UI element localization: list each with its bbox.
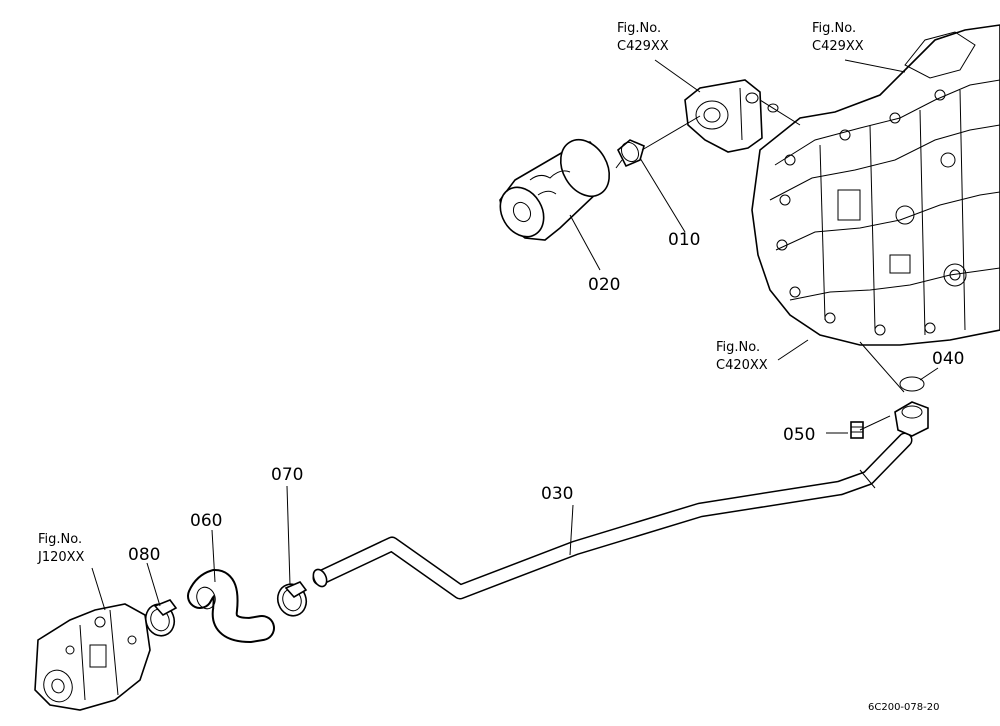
plug-bolt — [850, 421, 864, 439]
part-label-040: 040 — [932, 349, 964, 369]
hose-clamp-070 — [276, 581, 308, 617]
fig-ref-prefix: Fig.No. — [617, 21, 661, 36]
fig-ref-prefix: Fig.No. — [38, 532, 82, 547]
fig-ref-housing: Fig.No. C420XX — [716, 340, 768, 373]
fig-ref-code: C429XX — [812, 39, 864, 54]
hose-clamp-080 — [144, 599, 178, 637]
pipe-flange — [894, 401, 929, 437]
hydraulic-pump — [34, 603, 151, 711]
o-ring — [899, 376, 925, 392]
fig-ref-top-left: Fig.No. C429XX — [617, 21, 669, 54]
fig-ref-code: C420XX — [716, 358, 768, 373]
part-label-060: 060 — [190, 511, 222, 531]
part-label-010: 010 — [668, 230, 700, 250]
part-label-080: 080 — [128, 545, 160, 565]
part-label-050: 050 — [783, 425, 815, 445]
suction-pipe — [312, 432, 913, 600]
leader-lines — [91, 59, 939, 611]
oil-filter-cartridge — [499, 138, 611, 241]
diagram-code: 6C200-078-20 — [868, 702, 939, 713]
rubber-hose — [187, 568, 275, 644]
part-label-030: 030 — [541, 484, 573, 504]
fig-ref-top-right: Fig.No. C429XX — [812, 21, 864, 54]
part-label-020: 020 — [588, 275, 620, 295]
fig-ref-prefix: Fig.No. — [716, 340, 760, 355]
fig-ref-pump: Fig.No. J120XX — [37, 532, 85, 565]
nipple-fitting — [615, 139, 645, 169]
filter-bracket — [684, 79, 779, 153]
transmission-housing — [751, 24, 1000, 346]
fig-ref-code: C429XX — [617, 39, 669, 54]
fig-ref-code: J120XX — [37, 550, 85, 565]
fig-ref-prefix: Fig.No. — [812, 21, 856, 36]
part-label-070: 070 — [271, 465, 303, 485]
